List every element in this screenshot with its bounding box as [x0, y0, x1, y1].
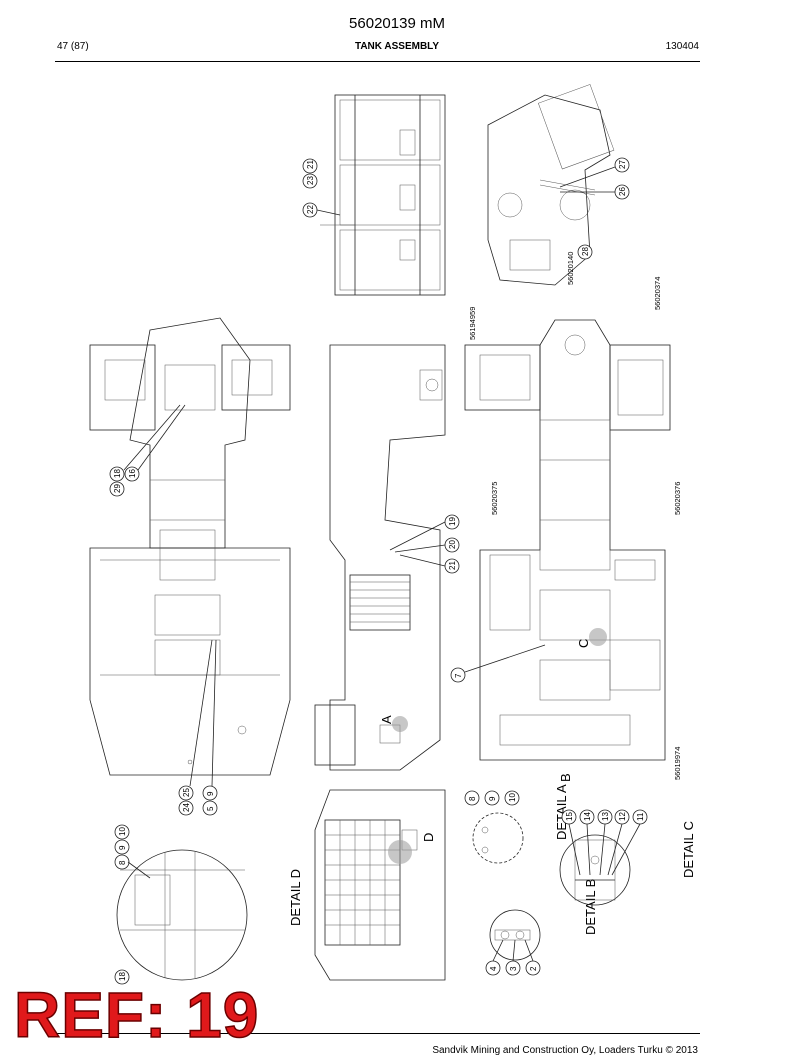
callout: 27: [618, 160, 627, 169]
part-number: 56020375: [490, 482, 499, 515]
callout: 21: [448, 561, 457, 570]
part-numbers: 56194959 56020140 56020374 56020375 5602…: [468, 252, 682, 780]
detail-d-label: DETAIL D: [288, 869, 303, 926]
detail-c: DETAIL C: [559, 821, 696, 906]
callout: 9: [118, 845, 127, 850]
view-letter-b: B: [558, 773, 573, 782]
highlight-c: [589, 628, 607, 646]
callout: 10: [508, 793, 517, 802]
callout: 24: [182, 803, 191, 812]
view-plan-right: C B: [464, 319, 671, 782]
callout: 8: [118, 860, 127, 865]
part-number: 56019974: [673, 747, 682, 780]
callout: 9: [488, 796, 497, 801]
header-rule: [55, 61, 700, 62]
view-side: A: [314, 344, 446, 771]
callout: 14: [583, 812, 592, 821]
part-number: 56194959: [468, 307, 477, 340]
view-upper-side: [320, 94, 446, 296]
callout: 2: [529, 966, 538, 971]
callout: 26: [618, 187, 627, 196]
footer-rule: [55, 1033, 700, 1034]
detail-d: DETAIL D: [116, 849, 303, 981]
callout: 15: [565, 812, 574, 821]
callout: 4: [489, 966, 498, 971]
part-number: 56020140: [566, 252, 575, 285]
callout: 13: [601, 812, 610, 821]
callout: 16: [128, 469, 137, 478]
callout: 22: [306, 205, 315, 214]
callout: 9: [206, 791, 215, 796]
view-letter-d: D: [421, 833, 436, 842]
callout: 29: [113, 484, 122, 493]
part-number: 56020374: [653, 277, 662, 310]
detail-c-label: DETAIL C: [681, 821, 696, 878]
callout: 11: [636, 812, 645, 821]
view-letter-c: C: [576, 639, 591, 648]
ref-overlay-label: REF: 19: [13, 979, 260, 1051]
callout: 3: [509, 966, 518, 971]
highlight-a: [392, 716, 408, 732]
detail-a-label: DETAIL A: [554, 784, 569, 840]
view-perspective: [487, 84, 615, 286]
callout: 5: [206, 806, 215, 811]
detail-a: DETAIL A: [472, 784, 569, 864]
callout: 8: [468, 796, 477, 801]
callout: 21: [306, 160, 315, 169]
highlight-d: [388, 840, 412, 864]
callout: 25: [182, 788, 191, 797]
callout: 10: [118, 827, 127, 836]
document-number: 56020139 mM: [349, 15, 445, 32]
view-front: D: [314, 789, 446, 981]
page-number: 47 (87): [57, 41, 89, 52]
callout: 19: [448, 517, 457, 526]
callout: 23: [306, 176, 315, 185]
callout: 12: [618, 812, 627, 821]
callout: 20: [448, 540, 457, 549]
view-plan: [89, 317, 291, 776]
revision-date: 130404: [665, 41, 699, 52]
view-letter-a: A: [379, 715, 394, 724]
part-number: 56020376: [673, 482, 682, 515]
detail-b: DETAIL B: [489, 879, 598, 961]
callout: 7: [454, 673, 463, 678]
callout: 28: [581, 247, 590, 256]
callouts: 21 23 22 27 26 28 29 18 16 19 20 21 7: [109, 157, 648, 985]
page-title: TANK ASSEMBLY: [354, 41, 440, 52]
callout: 18: [118, 972, 127, 981]
footer-copyright: Sandvik Mining and Construction Oy, Load…: [432, 1045, 698, 1056]
callout: 18: [113, 469, 122, 478]
detail-b-label: DETAIL B: [583, 879, 598, 935]
